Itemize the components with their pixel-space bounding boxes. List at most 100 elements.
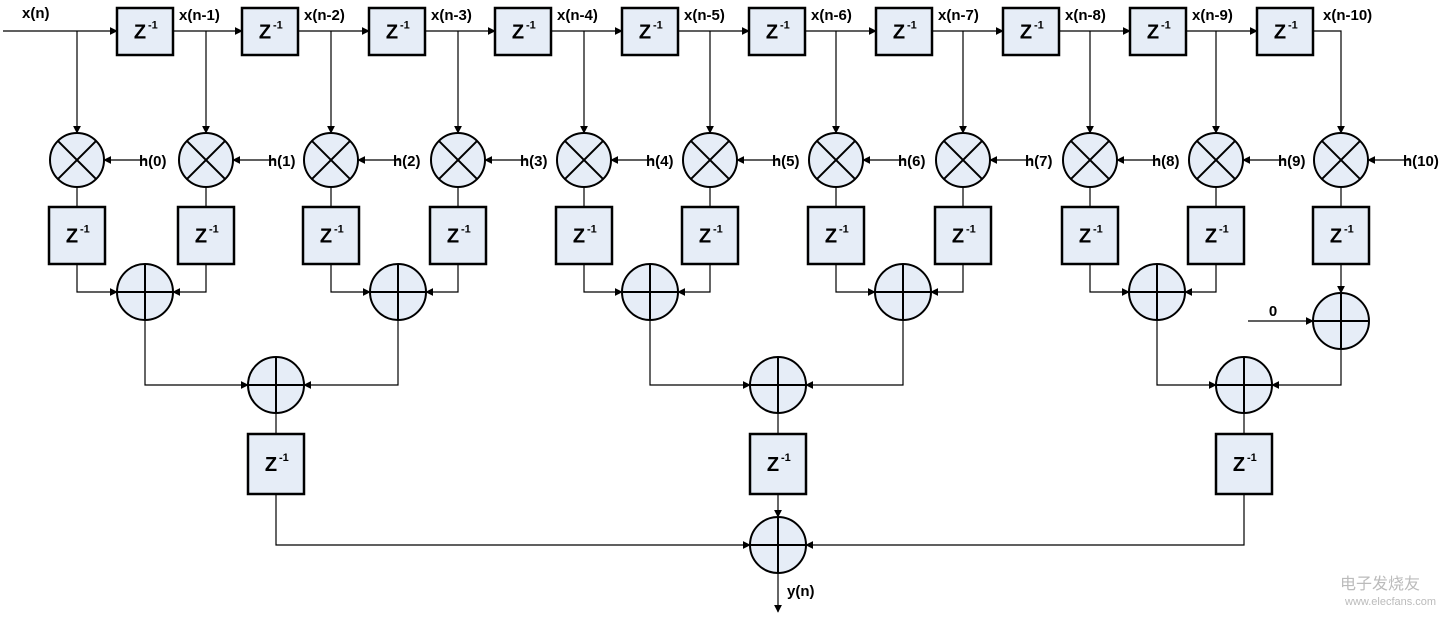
tap-label-7: x(n-7) xyxy=(938,7,979,24)
delay-exponent: -1 xyxy=(907,20,917,32)
coef-label-7: h(7) xyxy=(1025,153,1053,170)
top-delay-2: Z-1 xyxy=(240,6,300,57)
delay-symbol: Z xyxy=(1330,226,1342,248)
delay-exponent: -1 xyxy=(966,224,976,236)
pair-adder-0 xyxy=(116,263,174,321)
tap-label-2: x(n-2) xyxy=(304,7,345,24)
tap-label-9: x(n-9) xyxy=(1192,7,1233,24)
tap-delay-10: Z-1 xyxy=(1311,205,1371,266)
coef-label-3: h(3) xyxy=(520,153,548,170)
coef-label-2: h(2) xyxy=(393,153,421,170)
delay-symbol: Z xyxy=(573,226,585,248)
multiply-cross xyxy=(690,140,730,180)
input-label: x(n) xyxy=(22,5,50,22)
multiplier-1 xyxy=(178,132,234,188)
delay-exponent: -1 xyxy=(1034,20,1044,32)
delay-exponent: -1 xyxy=(713,224,723,236)
output-label: y(n) xyxy=(787,583,815,600)
tap-label-5: x(n-5) xyxy=(684,7,725,24)
delay-symbol: Z xyxy=(447,226,459,248)
delay-exponent: -1 xyxy=(1288,20,1298,32)
coef-label-4: h(4) xyxy=(646,153,674,170)
sum-wire xyxy=(76,264,118,296)
delay-exponent: -1 xyxy=(839,224,849,236)
final-sum-wire xyxy=(275,494,751,549)
delay-symbol: Z xyxy=(134,22,146,44)
coef-label-5: h(5) xyxy=(772,153,800,170)
delay-exponent: -1 xyxy=(148,20,158,32)
delay-exponent: -1 xyxy=(279,452,289,464)
delay-symbol: Z xyxy=(952,226,964,248)
delay-exponent: -1 xyxy=(273,20,283,32)
delay-symbol: Z xyxy=(512,22,524,44)
sum-wire xyxy=(1184,264,1217,296)
sum-wire xyxy=(330,264,371,296)
delay-symbol: Z xyxy=(195,226,207,248)
delay-box xyxy=(47,205,107,266)
top-delay-9: Z-1 xyxy=(1128,6,1188,57)
adder-h10 xyxy=(1312,292,1370,350)
delay-exponent: -1 xyxy=(653,20,663,32)
delay-box xyxy=(246,432,306,496)
coef-label-1: h(1) xyxy=(268,153,296,170)
tap-label-6: x(n-6) xyxy=(811,7,852,24)
zero-input-label: 0 xyxy=(1269,303,1277,320)
delay-symbol: Z xyxy=(825,226,837,248)
delay-exponent: -1 xyxy=(781,452,791,464)
delay-box xyxy=(1128,6,1188,57)
delay-symbol: Z xyxy=(767,454,779,476)
delay-box xyxy=(367,6,427,57)
sum-wire xyxy=(1156,320,1217,389)
delay-box xyxy=(176,205,236,266)
stage3-delay-0: Z-1 xyxy=(246,432,306,496)
sum-wire xyxy=(303,320,399,389)
final-sum-wire xyxy=(805,494,1245,549)
delay-exponent: -1 xyxy=(1219,224,1229,236)
stage3-delay-1: Z-1 xyxy=(748,432,808,496)
top-delay-6: Z-1 xyxy=(747,6,807,57)
delay-symbol: Z xyxy=(320,226,332,248)
top-delay-8: Z-1 xyxy=(1001,6,1061,57)
top-delay-10: Z-1 xyxy=(1255,6,1315,57)
sum-wire xyxy=(583,264,623,296)
multiplier-8 xyxy=(1062,132,1118,188)
pair-adder-1 xyxy=(369,263,427,321)
delay-box xyxy=(554,205,614,266)
delay-symbol: Z xyxy=(699,226,711,248)
tap-delay-5: Z-1 xyxy=(680,205,740,266)
stage3-delay-2: Z-1 xyxy=(1214,432,1274,496)
delay-box xyxy=(680,205,740,266)
tap-label-3: x(n-3) xyxy=(431,7,472,24)
delay-exponent: -1 xyxy=(587,224,597,236)
coef-label-8: h(8) xyxy=(1152,153,1180,170)
stage2-adder-2 xyxy=(1215,356,1273,414)
pair-adder-3 xyxy=(874,263,932,321)
delay-box xyxy=(428,205,488,266)
delay-box xyxy=(1001,6,1061,57)
delay-exponent: -1 xyxy=(1093,224,1103,236)
multiply-cross xyxy=(438,140,478,180)
delay-box xyxy=(806,205,866,266)
delay-box xyxy=(115,6,175,57)
sum-wire xyxy=(172,264,207,296)
delay-box xyxy=(1214,432,1274,496)
tap-label-8: x(n-8) xyxy=(1065,7,1106,24)
sum-wire xyxy=(677,264,711,296)
multiplier-6 xyxy=(808,132,864,188)
sum-wire xyxy=(835,264,876,296)
tap-delay-1: Z-1 xyxy=(176,205,236,266)
delay-symbol: Z xyxy=(1079,226,1091,248)
delay-box xyxy=(747,6,807,57)
delay-symbol: Z xyxy=(639,22,651,44)
tap-delay-7: Z-1 xyxy=(933,205,993,266)
multiplier-0 xyxy=(49,132,105,188)
delay-exponent: -1 xyxy=(400,20,410,32)
sum-wire xyxy=(930,264,964,296)
tap-label-4: x(n-4) xyxy=(557,7,598,24)
multiply-cross xyxy=(1321,140,1361,180)
top-delay-3: Z-1 xyxy=(367,6,427,57)
delay-symbol: Z xyxy=(893,22,905,44)
tap-delay-2: Z-1 xyxy=(301,205,361,266)
